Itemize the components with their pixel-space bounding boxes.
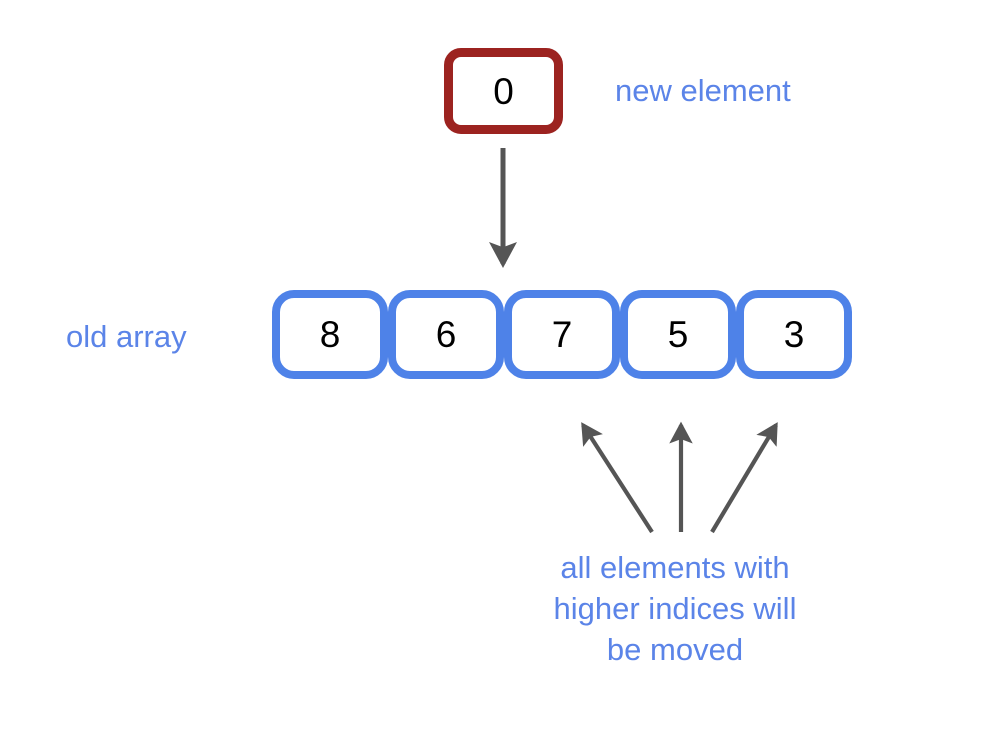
array-cell-4: 3 (736, 290, 852, 379)
array-cell-value: 6 (435, 314, 457, 355)
new-element-label: new element (615, 73, 791, 108)
moved-caption-line-3: be moved (606, 631, 744, 667)
array-cell-value: 7 (551, 314, 573, 355)
moved-caption-line-1: all elements with (560, 550, 790, 585)
old-array-label: old array (66, 319, 187, 354)
moved-arrow-right (710, 422, 778, 534)
old-array-row: 8 6 7 5 3 (272, 290, 852, 379)
new-element-value: 0 (493, 70, 514, 112)
array-cell-value: 5 (667, 314, 689, 355)
moved-elements-caption: all elements with higher indices will be… (475, 548, 875, 671)
array-cell-value: 8 (319, 314, 341, 355)
moved-caption-line-2: higher indices will (553, 590, 797, 626)
array-cell-0: 8 (272, 290, 388, 379)
array-cell-1: 6 (388, 290, 504, 379)
array-cell-value: 3 (783, 314, 805, 355)
new-element-box: 0 (444, 48, 563, 134)
array-cell-2: 7 (504, 290, 620, 379)
array-cell-3: 5 (620, 290, 736, 379)
moved-arrow-left (581, 422, 654, 534)
